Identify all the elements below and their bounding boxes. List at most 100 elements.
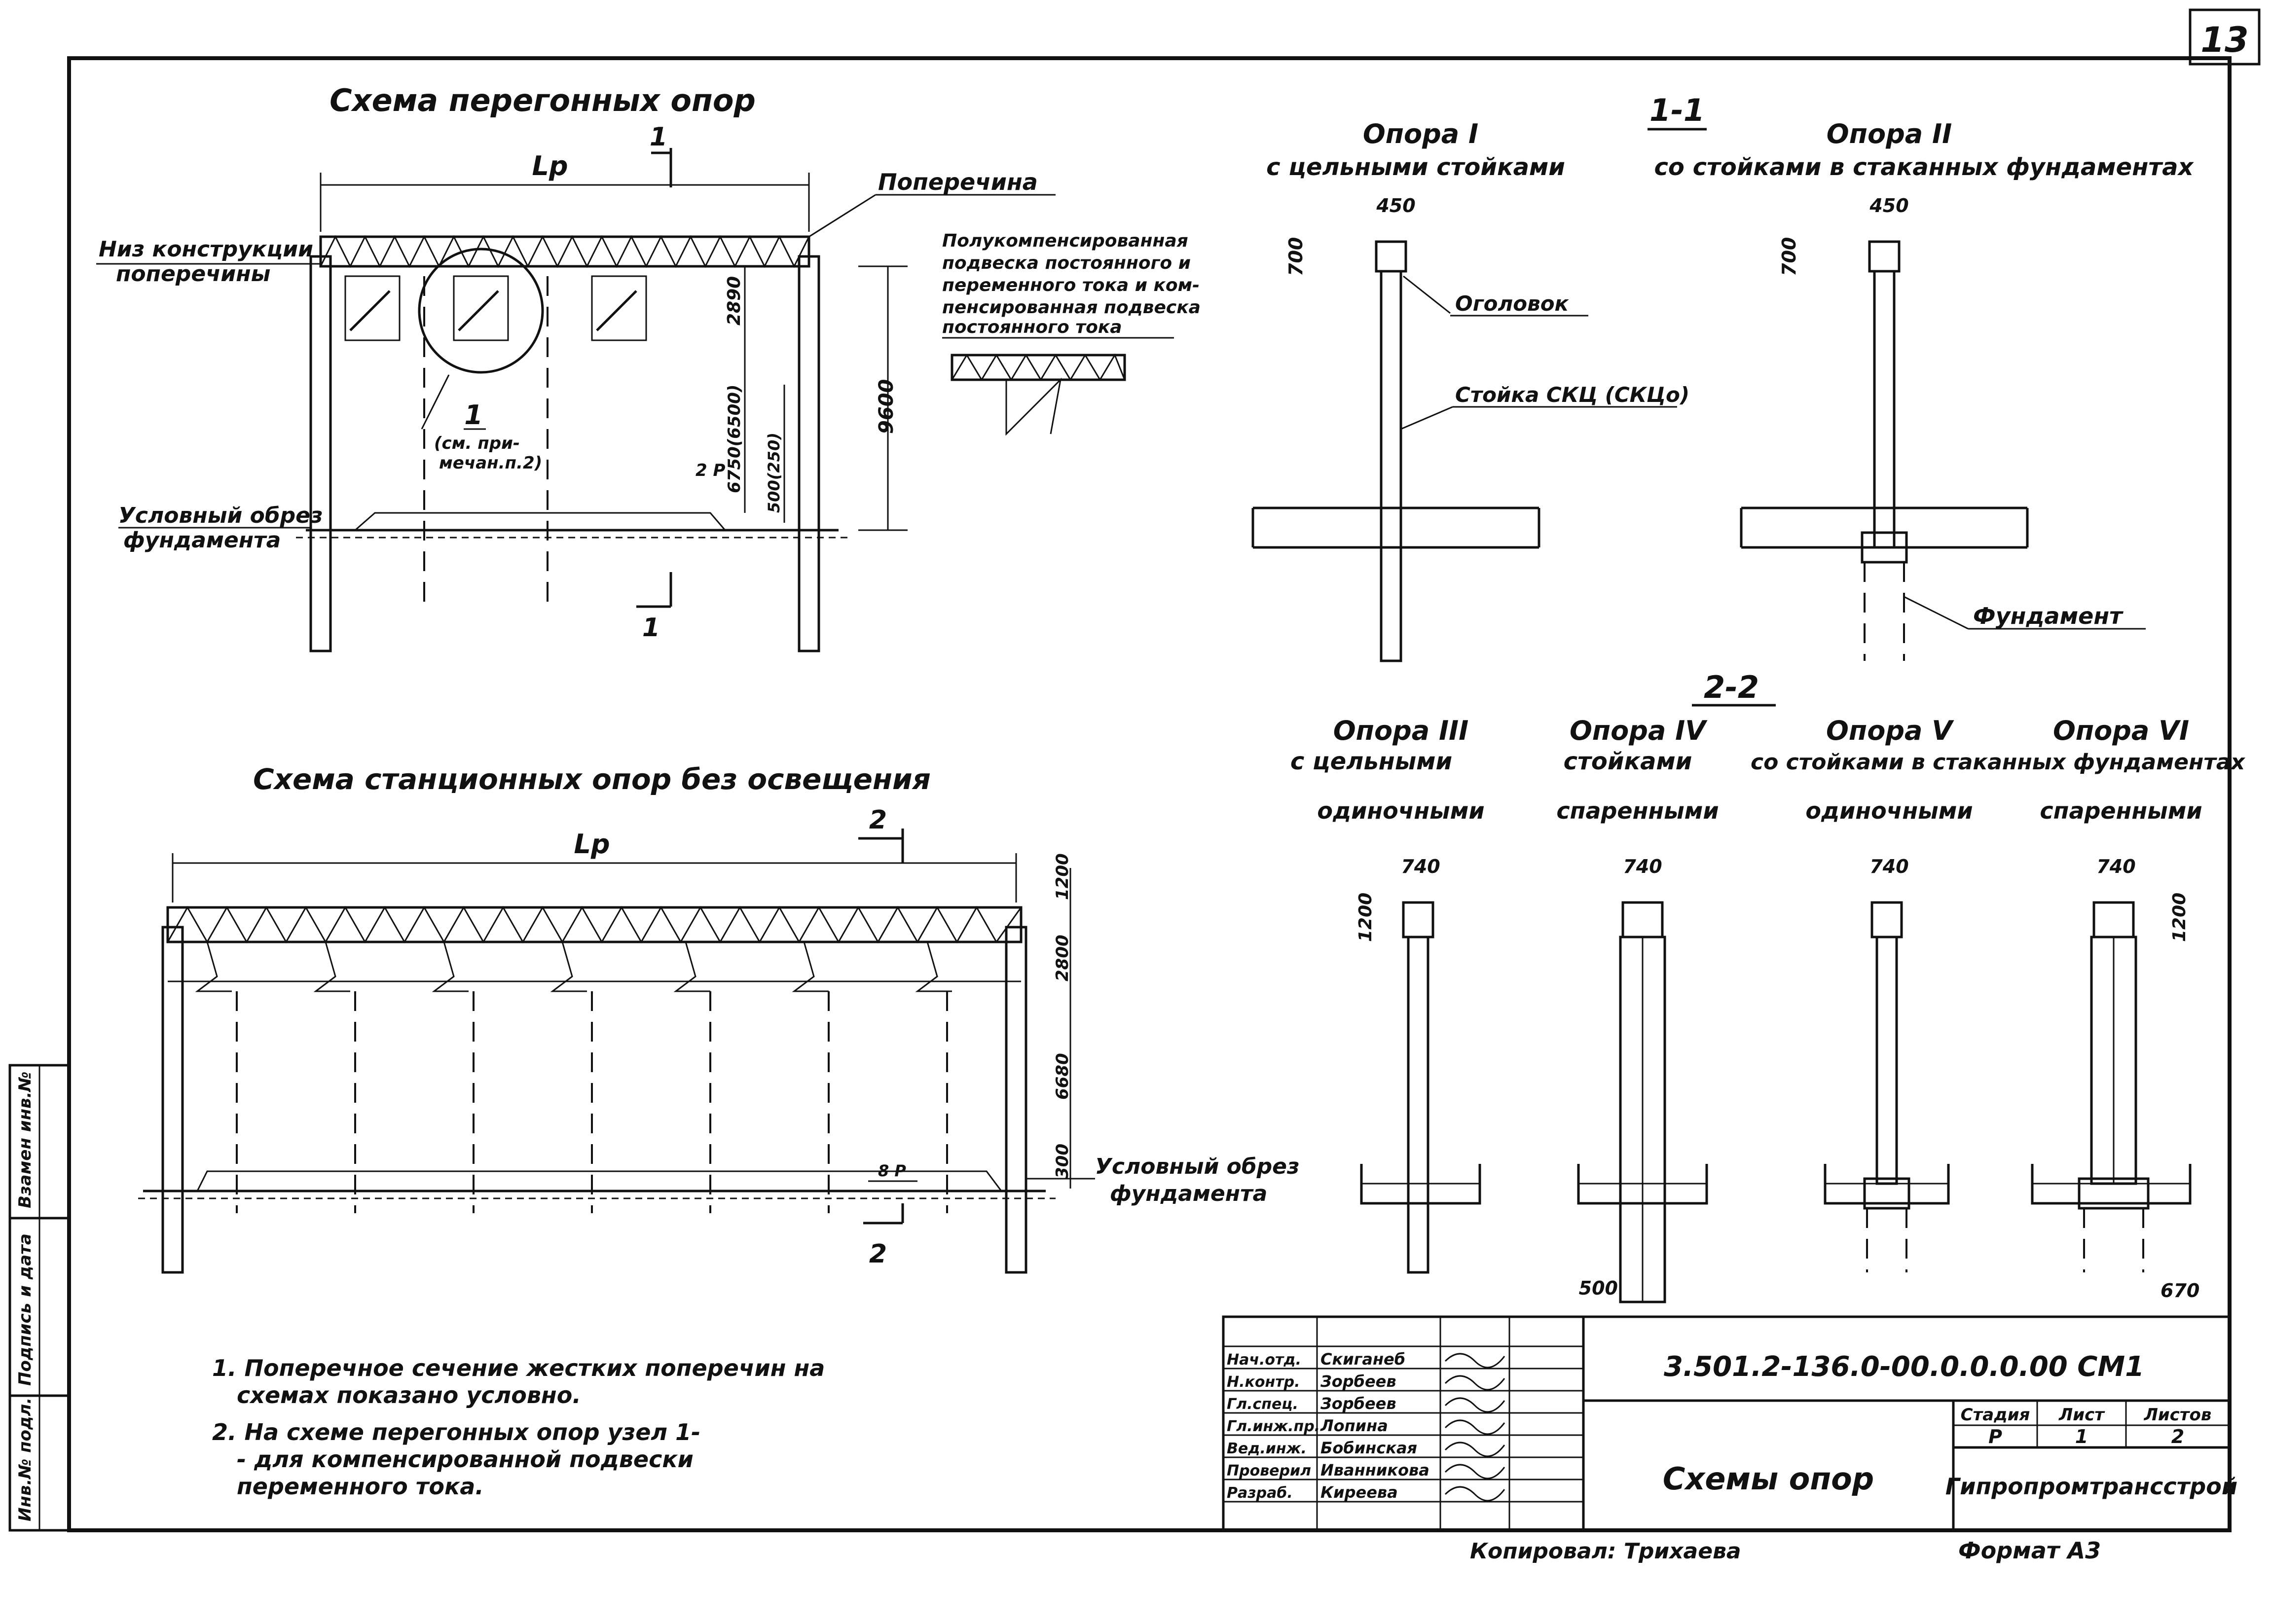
- sheets-value: 2: [2171, 1426, 2184, 1447]
- organization: Гипропромтрансстрой: [1945, 1473, 2237, 1500]
- section-mark-2-top: 2: [869, 805, 887, 835]
- role-5: Проверил: [1227, 1462, 1311, 1480]
- dim-740-c: 740: [1869, 856, 1908, 877]
- sub-right: со стойками в стаканных фундаментах: [1751, 750, 2246, 775]
- dim-2p: 2 Р: [696, 461, 725, 480]
- catenary-note-5: постоянного тока: [942, 317, 1122, 337]
- scheme-line-title: Схема перегонных опор: [330, 82, 756, 118]
- note-2-line-2: - для компенсированной подвески: [237, 1446, 694, 1473]
- crossbar-label: Поперечина: [878, 169, 1038, 195]
- role-3: Гл.инж.пр.: [1227, 1418, 1320, 1435]
- support-1-column: [1380, 270, 1402, 662]
- bottom-of-crossbar-label-1: Низ конструкции: [99, 237, 313, 262]
- note-2-line-3: переменного тока.: [237, 1473, 484, 1500]
- role-6: Разраб.: [1227, 1484, 1293, 1502]
- catenary-note-4: пенсированная подвеска: [942, 297, 1201, 318]
- dim-6750: 6750(6500): [725, 385, 744, 493]
- support-1-sub: с цельными стойками: [1266, 153, 1565, 181]
- support-5-title: Опора V: [1826, 715, 1954, 746]
- dim-6680-station: 6680: [1053, 1053, 1072, 1100]
- fundament-label: Фундамент: [1973, 603, 2124, 629]
- catenary-hangers: [344, 248, 647, 374]
- stamp-signature-date: Подпись и дата: [15, 1233, 35, 1386]
- title-block: Нач.отд. Н.контр. Гл.спец. Гл.инж.пр. Ве…: [1222, 1315, 2237, 1532]
- stamp-replace-inv: Взамен инв.№: [15, 1072, 35, 1208]
- support-3-title: Опора III: [1333, 715, 1468, 746]
- scheme-line-supports: Схема перегонных опор Lр 1 1 Поперечина …: [96, 82, 1056, 652]
- role-4: Вед.инж.: [1227, 1440, 1307, 1457]
- dim-740-b: 740: [1623, 856, 1662, 877]
- drawing-name: Схемы опор: [1663, 1461, 1874, 1497]
- note-2-line-1: 2. На схеме перегонных опор узел 1-: [212, 1419, 700, 1445]
- dim-740-a: 740: [1401, 856, 1440, 877]
- role-1: Н.контр.: [1227, 1373, 1300, 1391]
- scheme-station-supports: Схема станционных опор без освещения Lр …: [138, 762, 1300, 1274]
- stage-value: Р: [1988, 1426, 2002, 1447]
- role-0: Нач.отд.: [1227, 1351, 1301, 1369]
- station-column-left: [161, 926, 184, 1274]
- section-mark-2-bottom: 2: [869, 1239, 887, 1269]
- row3-d: спаренными: [2040, 797, 2202, 824]
- catenary-note-1: Полукомпенсированная: [942, 231, 1188, 251]
- dim-2890: 2890: [724, 276, 744, 325]
- column-right: [798, 255, 820, 652]
- bottom-of-crossbar-label-2: поперечины: [116, 261, 270, 287]
- sheet-value: 1: [2075, 1426, 2088, 1447]
- foundation-label-bottom-2: фундамента: [1110, 1181, 1267, 1206]
- section-2-2: 2-2 Опора III Опора IV Опора V Опора VI …: [1290, 669, 2246, 1303]
- dim-740-d: 740: [2096, 856, 2135, 877]
- support-4-title: Опора IV: [1570, 715, 1708, 746]
- node-1-note-2: мечан.п.2): [439, 453, 542, 473]
- catenary-note-2: подвеска постоянного и: [942, 253, 1191, 273]
- scheme-station-title: Схема станционных опор без освещения: [253, 762, 931, 796]
- name-5: Иванникова: [1320, 1461, 1429, 1480]
- node-1-note-1: (см. при-: [434, 433, 520, 453]
- crossbar-truss-bottom: [166, 906, 1023, 943]
- dim-1200-a: 1200: [1355, 893, 1376, 942]
- span-label-top: Lр: [532, 150, 568, 181]
- row3-c: одиночными: [1805, 797, 1973, 824]
- name-2: Зорбеев: [1320, 1394, 1396, 1413]
- page-number: 13: [2200, 20, 2248, 60]
- section-2-2-title: 2-2: [1704, 669, 1759, 705]
- notes: 1. Поперечное сечение жестких поперечин …: [212, 1355, 825, 1500]
- dim-450-b: 450: [1869, 195, 1908, 217]
- stoika-label: Стойка СКЦ (СКЦо): [1455, 383, 1689, 407]
- support-2-sub: со стойками в стаканных фундаментах: [1654, 153, 2194, 181]
- sub-left-2: стойками: [1564, 748, 1692, 775]
- section-1-1: 1-1 Опора I с цельными стойками Опора II…: [1251, 92, 2195, 662]
- section-mark-1-top: 1: [650, 122, 667, 152]
- foundation-label-top-1: Условный обрез: [118, 503, 323, 528]
- dim-500: 500(250): [765, 433, 783, 513]
- station-hangers: [195, 941, 952, 992]
- sheets-header: Листов: [2144, 1405, 2212, 1425]
- support-1-title: Опора I: [1363, 118, 1478, 149]
- name-0: Скиганеб: [1320, 1350, 1405, 1369]
- support-2-title: Опора II: [1827, 118, 1952, 149]
- span-label-bottom: Lр: [574, 829, 610, 860]
- ogolovok-label: Оголовок: [1455, 291, 1570, 316]
- copied-by: Копировал: Трихаева: [1470, 1539, 1741, 1564]
- dim-1200-station: 1200: [1053, 853, 1072, 900]
- name-4: Бобинская: [1320, 1439, 1417, 1457]
- note-1-line-1: 1. Поперечное сечение жестких поперечин …: [212, 1355, 825, 1381]
- dim-500-b: 500: [1579, 1277, 1618, 1299]
- catenary-note-3: переменного тока и ком-: [942, 275, 1200, 295]
- node-1-circle: [418, 248, 544, 374]
- sub-left-1: с цельными: [1290, 748, 1452, 775]
- row3-b: спаренными: [1556, 797, 1719, 824]
- name-3: Лопина: [1320, 1416, 1388, 1435]
- dim-700-a: 700: [1285, 237, 1307, 276]
- node-1-label: 1: [464, 399, 483, 431]
- dim-300-station: 300: [1053, 1144, 1072, 1179]
- dim-670: 670: [2161, 1280, 2199, 1301]
- support-2-column: [1873, 270, 1896, 549]
- section-1-1-title: 1-1: [1649, 92, 1705, 128]
- foundation-label-bottom-1: Условный обрез: [1095, 1154, 1300, 1179]
- station-column-right: [1005, 926, 1027, 1274]
- note-1-line-2: схемах показано условно.: [237, 1382, 581, 1408]
- foundation-label-top-2: фундамента: [123, 528, 281, 553]
- doc-code: 3.501.2-136.0-00.0.0.0.00 СМ1: [1664, 1351, 2144, 1383]
- row3-a: одиночными: [1317, 797, 1484, 824]
